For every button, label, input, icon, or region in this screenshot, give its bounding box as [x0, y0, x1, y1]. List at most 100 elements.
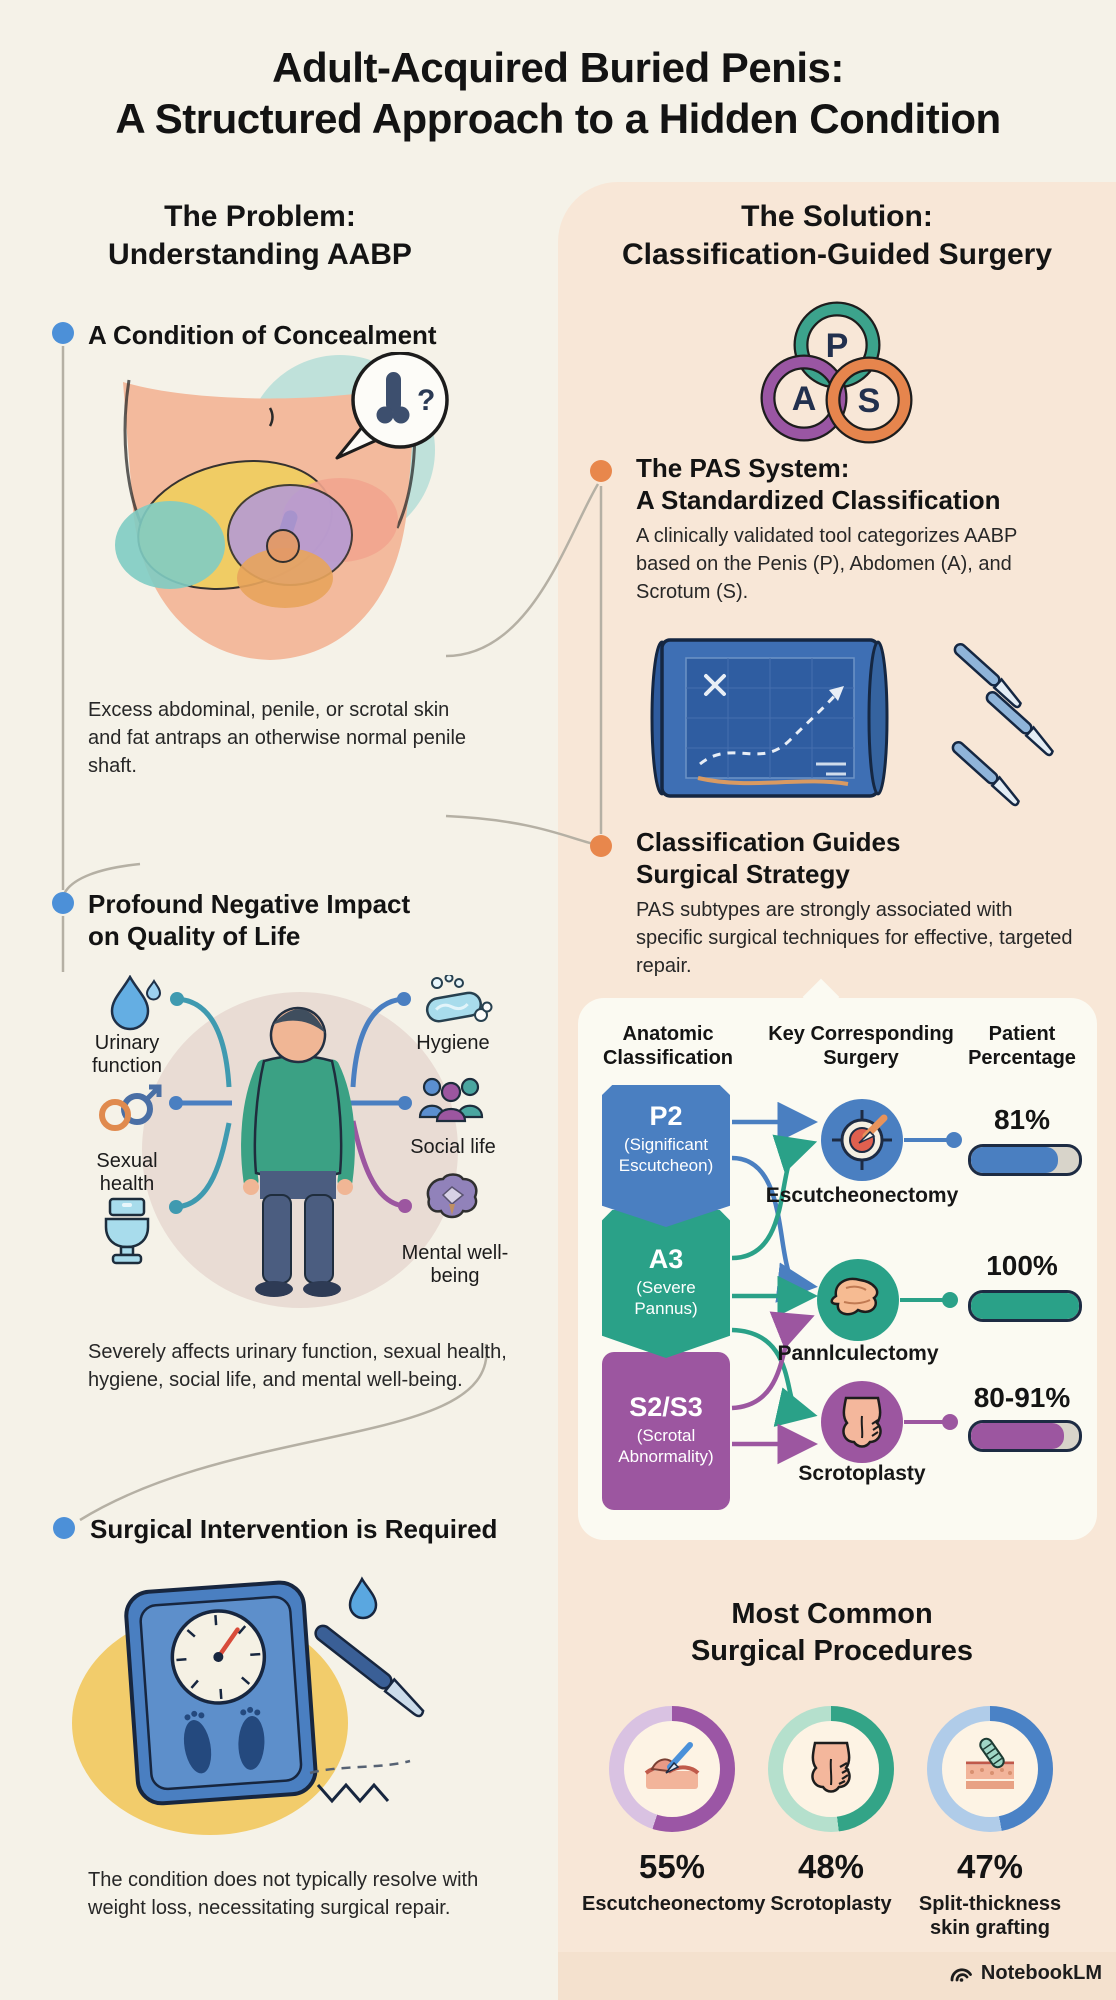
- problem-header-line2: Understanding AABP: [108, 238, 412, 272]
- hidden-anatomy-icon: [376, 372, 410, 424]
- surgical-body: The condition does not typically resolve…: [88, 1869, 479, 1919]
- donut-skin-grafting: [927, 1706, 1053, 1832]
- class-code-p2: P2: [649, 1101, 683, 1131]
- pas-system-heading: The PAS System: A Standardized Classific…: [636, 452, 1086, 516]
- procedures-heading-line1: Most Common: [731, 1598, 933, 1630]
- label-urinary-function: Urinary function: [91, 1032, 163, 1078]
- percent-p2: 81%: [993, 1104, 1051, 1135]
- surgery-label-scrotoplasty: Scrotoplasty: [798, 1462, 926, 1485]
- scalpel-icon: [314, 1624, 425, 1718]
- solution-header-line1: The Solution:: [741, 200, 933, 233]
- bullet-surgical: [53, 1517, 75, 1539]
- question-mark: ?: [417, 384, 435, 417]
- gender-symbols-icon: [99, 1084, 162, 1131]
- scrotum-suture-icon: [811, 1741, 851, 1793]
- percent-s2s3: 80-91%: [973, 1382, 1071, 1413]
- class-code-a3: A3: [648, 1244, 684, 1274]
- surgery-label-panniculectomy: Pannlculectomy: [777, 1342, 939, 1365]
- donut-label-scrotoplasty: Scrotoplasty: [770, 1893, 892, 1915]
- notebooklm-label: NotebookLM: [980, 1961, 1102, 1984]
- brain-icon: [426, 1173, 478, 1219]
- bullet-impact: [52, 892, 74, 914]
- pas-system-body: A clinically validated tool categorizes …: [636, 525, 1017, 603]
- pas-system-heading-line1: The PAS System:: [636, 453, 850, 483]
- bullet-pas-system: [590, 460, 612, 482]
- donut-escutcheonectomy: [609, 1706, 735, 1832]
- donut-percent-scrotoplasty: 48%: [797, 1848, 865, 1885]
- bullet-strategy: [590, 835, 612, 857]
- problem-header: The Problem: Understanding AABP: [40, 198, 480, 275]
- donut-scrotoplasty: [768, 1706, 894, 1832]
- class-detail-s2s3: (Scrotal Abnormality): [618, 1426, 714, 1466]
- donut-percent-grafting: 47%: [956, 1848, 1024, 1885]
- label-sexual-health: Sexual health: [96, 1150, 158, 1196]
- class-code-s2s3: S2/S3: [629, 1392, 703, 1422]
- toilet-icon: [104, 1197, 150, 1265]
- impact-body: Severely affects urinary function, sexua…: [88, 1341, 507, 1391]
- scalpels-trio-icon: [951, 643, 1054, 807]
- label-social-life: Social life: [410, 1136, 496, 1158]
- skin-graft-icon: [966, 1737, 1014, 1789]
- ring-letter-p: P: [826, 327, 849, 365]
- problem-header-line1: The Problem:: [164, 200, 356, 233]
- footer-band: [558, 1952, 1116, 2000]
- page-title: Adult-Acquired Buried Penis: A Structure…: [0, 42, 1116, 144]
- col-anatomic-classification: Anatomic Classification: [602, 1023, 734, 1070]
- procedures-heading: Most Common Surgical Procedures: [572, 1596, 1092, 1670]
- col-key-surgery: Key Corresponding Surgery: [768, 1023, 954, 1070]
- strategy-heading-line2: Surgical Strategy: [636, 859, 850, 890]
- escutcheonectomy-target-icon: [821, 1099, 903, 1181]
- scale-scalpel-illustration: [72, 1576, 425, 1835]
- ring-letter-a: A: [792, 380, 817, 418]
- impact-heading-line1: Profound Negative Impact: [88, 889, 411, 919]
- sutures-icon: [316, 1782, 390, 1804]
- x-mark-icon: [704, 674, 726, 696]
- page-title-line1: Adult-Acquired Buried Penis:: [272, 44, 844, 91]
- class-box-p2: P2 (Significant Escutcheon): [602, 1085, 730, 1227]
- donut-label-escutcheonectomy: Escutcheonectomy: [582, 1893, 766, 1915]
- class-detail-a3: (Severe Pannus): [634, 1278, 698, 1318]
- class-box-s2s3: S2/S3 (Scrotal Abnormality): [602, 1352, 730, 1510]
- solution-header: The Solution: Classification-Guided Surg…: [572, 198, 1102, 275]
- concealment-body: Excess abdominal, penile, or scrotal ski…: [88, 699, 467, 777]
- sad-man-figure: [241, 1006, 355, 1297]
- impact-heading: Profound Negative Impact on Quality of L…: [88, 888, 508, 952]
- page-title-line2: A Structured Approach to a Hidden Condit…: [115, 95, 1001, 143]
- procedures-heading-line2: Surgical Procedures: [690, 1635, 974, 1668]
- panniculectomy-icon: [817, 1259, 899, 1341]
- col-patient-percentage: Patient Percentage: [968, 1023, 1076, 1070]
- surgical-heading: Surgical Intervention is Required: [90, 1514, 498, 1544]
- percent-bar-p2: [968, 1144, 1082, 1176]
- class-box-a3: A3 (Severe Pannus): [602, 1210, 730, 1358]
- soap-hygiene-icon: [425, 975, 493, 1023]
- impact-heading-line2: on Quality of Life: [88, 921, 301, 952]
- quality-of-life-illustration: [99, 975, 493, 1308]
- concealment-heading: A Condition of Concealment: [88, 320, 437, 350]
- pas-rings-icon: P A S: [760, 301, 913, 444]
- donut-percent-escutcheonectomy: 55%: [638, 1848, 706, 1885]
- ring-letter-s: S: [858, 382, 881, 420]
- mapping-arrows: [731, 1101, 818, 1465]
- class-detail-p2: (Significant Escutcheon): [618, 1135, 714, 1175]
- notebooklm-branding: NotebookLM: [948, 1960, 1102, 1986]
- percent-bar-a3: [968, 1290, 1082, 1322]
- pas-system-heading-line2: A Standardized Classification: [636, 485, 1001, 516]
- scrotoplasty-icon: [821, 1381, 903, 1463]
- percent-bar-s2s3: [968, 1420, 1082, 1452]
- blueprint-illustration: [650, 638, 1054, 807]
- incision-icon: [644, 1742, 700, 1789]
- social-people-icon: [418, 1077, 484, 1123]
- strategy-heading-line1: Classification Guides: [636, 827, 901, 857]
- strategy-heading: Classification Guides Surgical Strategy: [636, 826, 1086, 890]
- bullet-concealment: [52, 322, 74, 344]
- drop-icon: [348, 1576, 378, 1620]
- concealment-illustration: ?: [115, 352, 449, 660]
- strategy-body: PAS subtypes are strongly associated wit…: [636, 899, 1073, 977]
- label-hygiene: Hygiene: [416, 1032, 490, 1054]
- donut-label-grafting: Split-thickness skin grafting: [918, 1893, 1062, 1940]
- percent-connectors: [900, 1132, 962, 1430]
- weighing-scale-icon: [124, 1580, 318, 1806]
- percent-a3: 100%: [986, 1250, 1058, 1281]
